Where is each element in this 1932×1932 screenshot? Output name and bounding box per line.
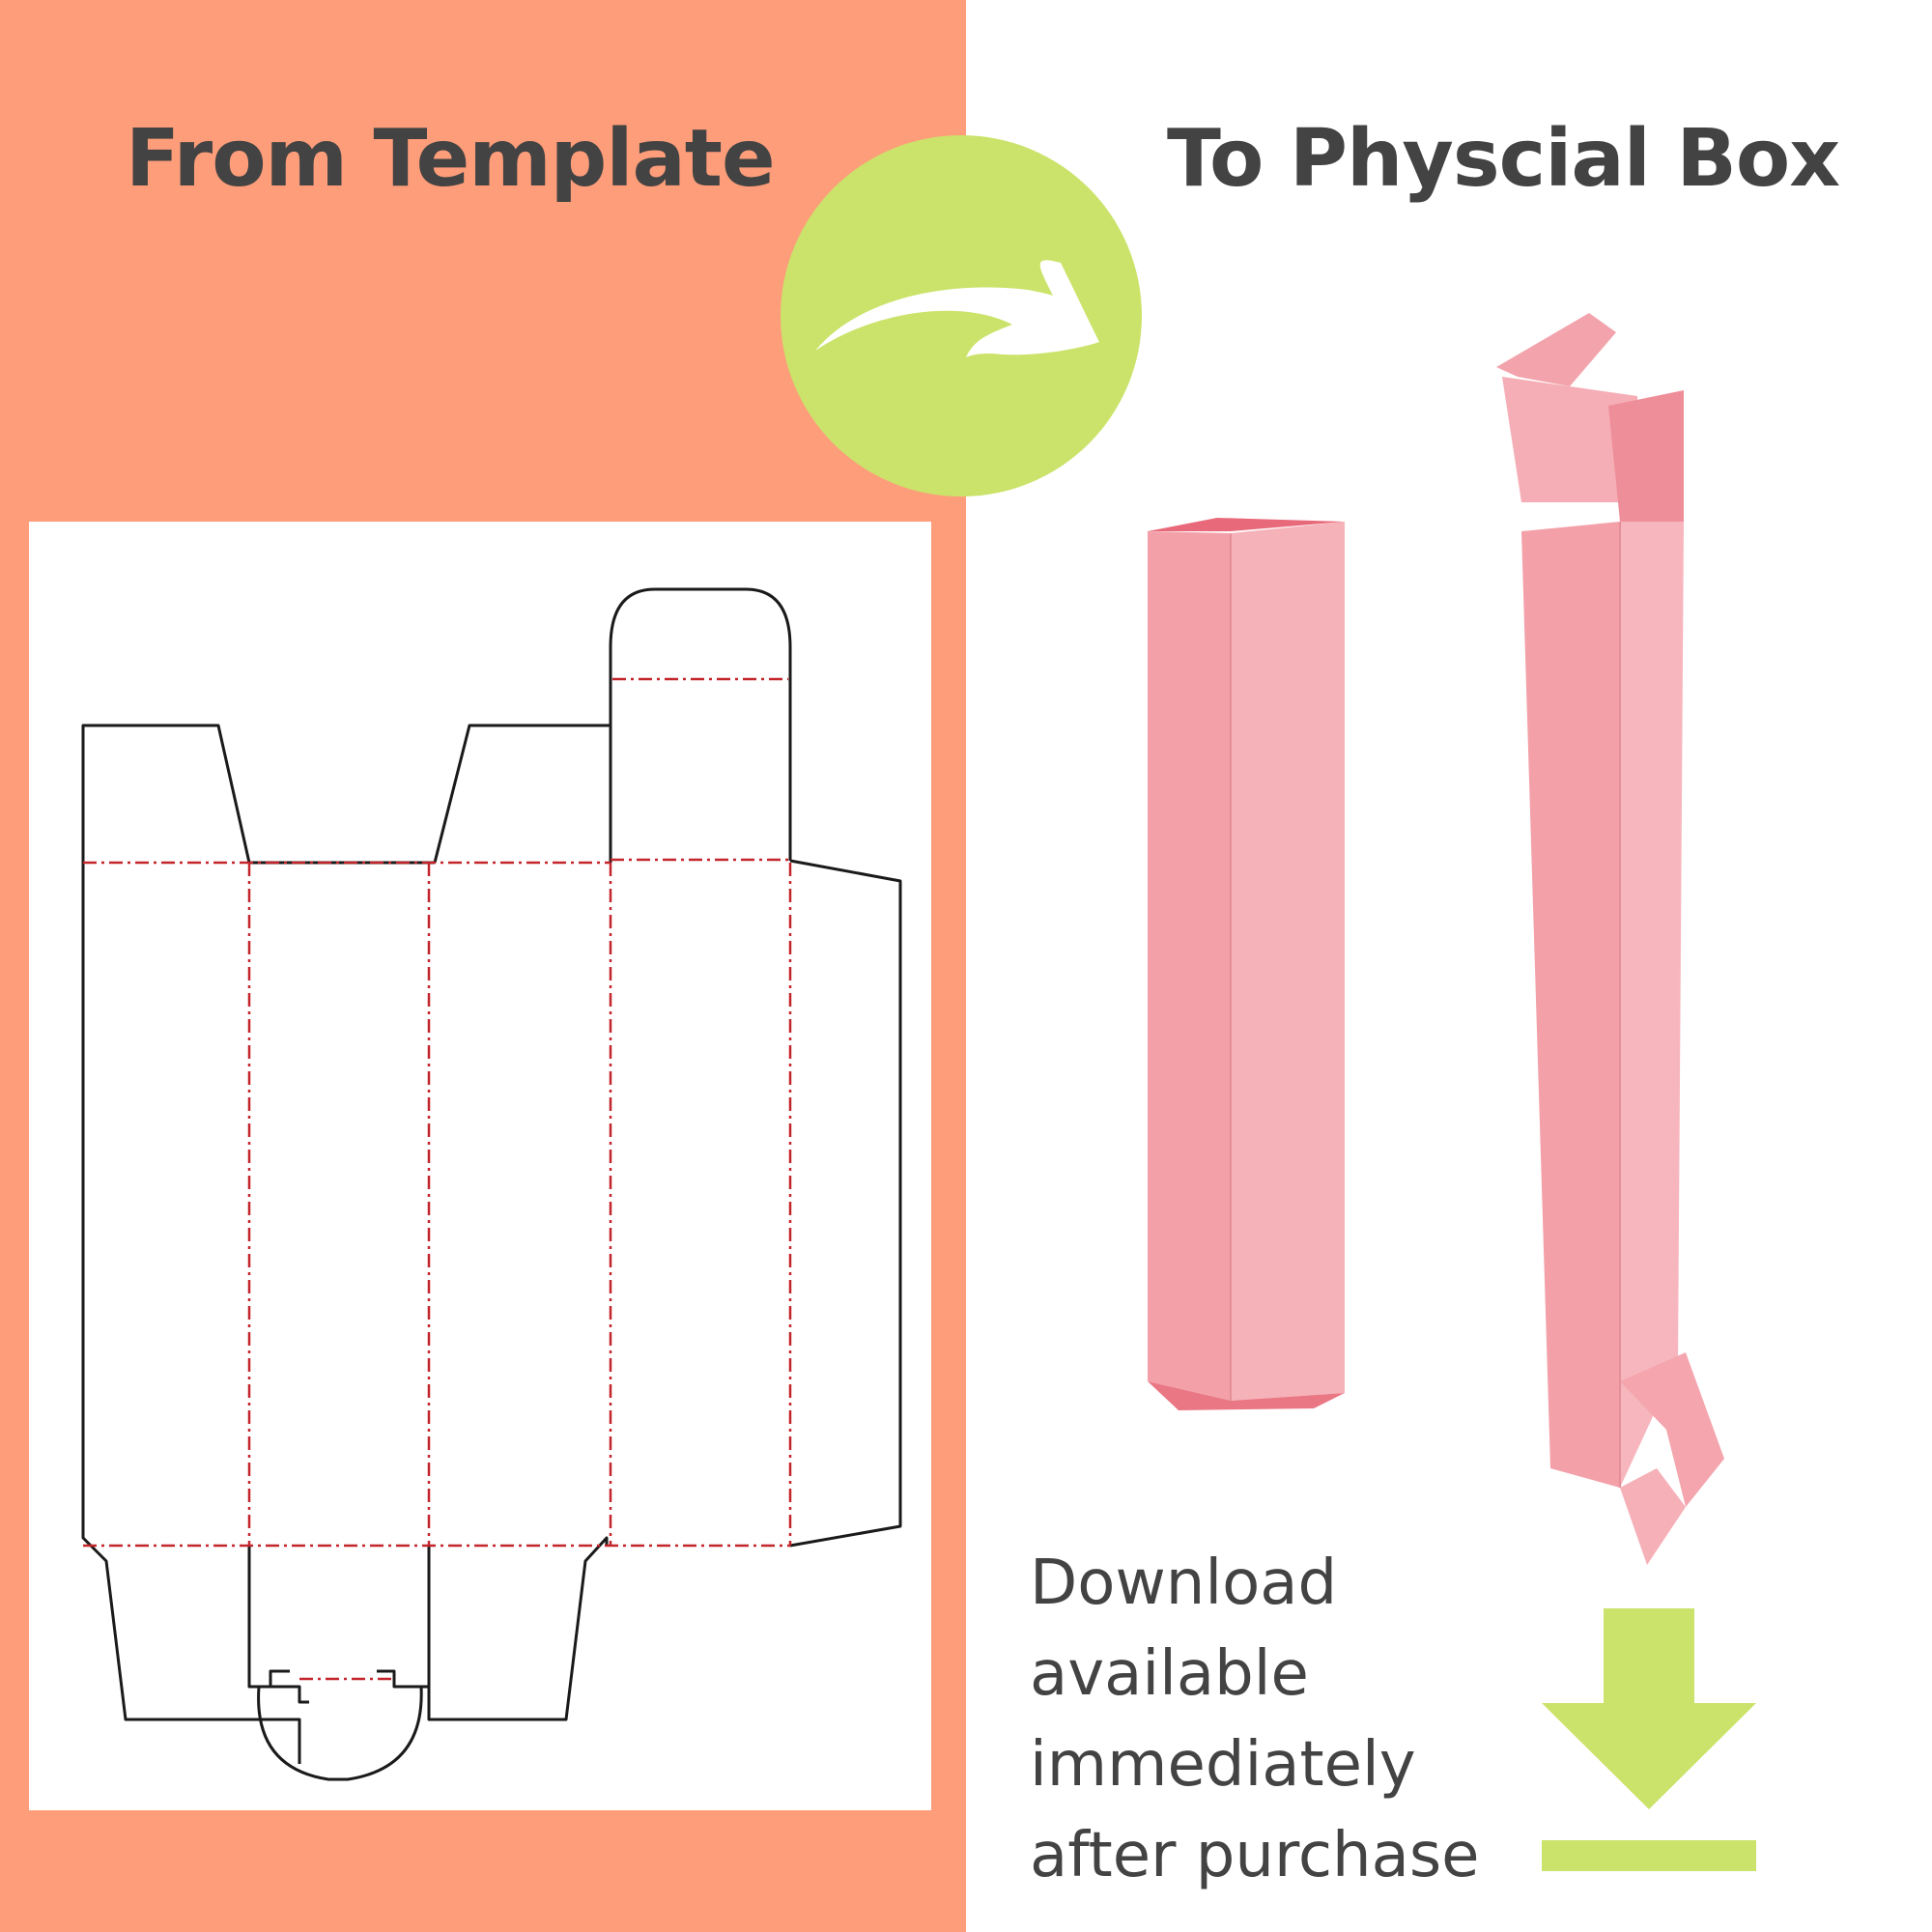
curved-arrow-icon [781, 135, 1142, 497]
to-physical-box-heading: To Physcial Box [1167, 113, 1840, 205]
fold-lines [83, 677, 792, 1681]
box-dieline-diagram [81, 587, 902, 1781]
template-card [29, 522, 931, 1810]
download-availability-note: Download available immediately after pur… [1030, 1538, 1493, 1901]
from-template-heading: From Template [126, 113, 776, 205]
download-line-2: available [1030, 1638, 1309, 1710]
download-line-1: Download [1030, 1548, 1338, 1619]
download-arrow-icon [1542, 1608, 1756, 1871]
download-line-4: after purchase [1030, 1820, 1480, 1891]
closed-box-image [1148, 518, 1345, 1410]
cut-lines [81, 587, 902, 1781]
open-box-image [1496, 313, 1724, 1565]
download-line-3: immediately [1030, 1729, 1416, 1801]
